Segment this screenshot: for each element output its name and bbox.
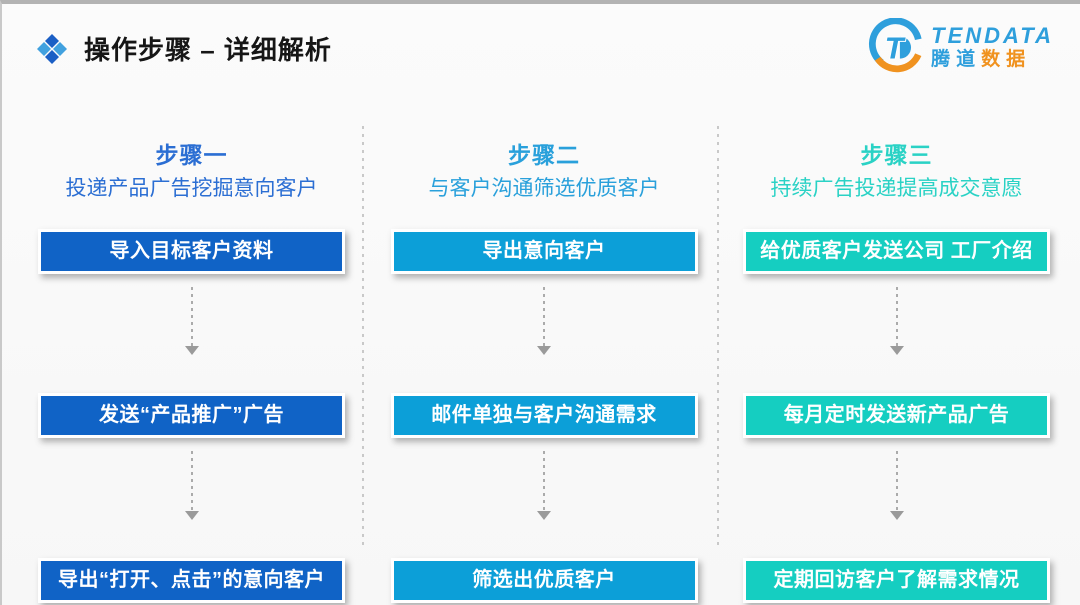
arrow-down-icon bbox=[38, 438, 345, 532]
flow-box: 导入目标客户资料 bbox=[38, 229, 345, 274]
flow-box: 导出意向客户 bbox=[390, 229, 698, 274]
flow-box: 导出“打开、点击”的意向客户 bbox=[38, 558, 345, 603]
tendata-logo-cn: 腾道数据 bbox=[931, 49, 1054, 71]
svg-text:T: T bbox=[885, 31, 907, 66]
arrow-head bbox=[889, 511, 904, 520]
arrow-head bbox=[889, 346, 904, 355]
steps-container: 步骤一 投递产品广告挖掘意向客户 导入目标客户资料 发送“产品推广”广告 导出“… bbox=[2, 77, 1080, 603]
arrow-down-icon bbox=[391, 438, 698, 532]
step-3-subtitle: 持续广告投递提高成交意愿 bbox=[770, 177, 1023, 200]
arrow-line bbox=[895, 451, 898, 511]
step-1-subtitle: 投递产品广告挖掘意向客户 bbox=[65, 177, 318, 200]
arrow-head bbox=[184, 511, 199, 520]
tendata-logo-cn-orange: 数据 bbox=[981, 49, 1032, 71]
diamond-cluster-icon-svg bbox=[37, 33, 67, 64]
diamond-cluster-icon bbox=[36, 33, 68, 65]
arrow-line bbox=[190, 451, 193, 511]
step-column-2: 步骤二 与客户沟通筛选优质客户 导出意向客户 邮件单独与客户沟通需求 筛选出优质… bbox=[390, 77, 698, 603]
step-1-label: 步骤一 bbox=[155, 142, 228, 168]
arrow-down-icon bbox=[743, 438, 1050, 532]
step-column-1: 步骤一 投递产品广告挖掘意向客户 导入目标客户资料 发送“产品推广”广告 导出“… bbox=[38, 77, 345, 603]
arrow-down-icon bbox=[38, 274, 345, 367]
flow-box: 给优质客户发送公司 工厂介绍 bbox=[743, 229, 1050, 274]
tendata-logo-cn-blue: 腾道 bbox=[931, 49, 982, 71]
column-divider bbox=[362, 126, 364, 550]
flow-box: 邮件单独与客户沟通需求 bbox=[390, 393, 698, 438]
arrow-line bbox=[543, 287, 545, 346]
tendata-logo-en: TENDATA bbox=[931, 22, 1054, 48]
column-divider bbox=[717, 126, 719, 550]
tendata-logo-text: TENDATA 腾道数据 bbox=[931, 23, 1054, 71]
tendata-logo-icon: T bbox=[869, 18, 922, 73]
arrow-line bbox=[543, 451, 545, 511]
arrow-line bbox=[190, 287, 193, 346]
arrow-down-icon bbox=[391, 274, 698, 367]
page-title: 操作步骤 – 详细解析 bbox=[84, 35, 332, 65]
arrow-head bbox=[537, 346, 551, 355]
flow-box: 发送“产品推广”广告 bbox=[38, 393, 345, 438]
step-column-3: 步骤三 持续广告投递提高成交意愿 给优质客户发送公司 工厂介绍 每月定时发送新产… bbox=[743, 77, 1050, 603]
flow-box: 定期回访客户了解需求情况 bbox=[743, 558, 1050, 603]
slide-header: 操作步骤 – 详细解析 bbox=[2, 4, 1080, 67]
flow-box: 筛选出优质客户 bbox=[390, 558, 698, 603]
arrow-line bbox=[895, 287, 898, 346]
arrow-down-icon bbox=[743, 274, 1050, 367]
step-2-label: 步骤二 bbox=[508, 142, 580, 168]
arrow-head bbox=[184, 346, 199, 355]
arrow-head bbox=[537, 511, 551, 520]
step-2-subtitle: 与客户沟通筛选优质客户 bbox=[428, 177, 660, 200]
flow-box: 每月定时发送新产品广告 bbox=[743, 393, 1050, 438]
tendata-logo: T TENDATA 腾道数据 bbox=[868, 18, 1054, 76]
step-3-label: 步骤三 bbox=[860, 142, 933, 168]
